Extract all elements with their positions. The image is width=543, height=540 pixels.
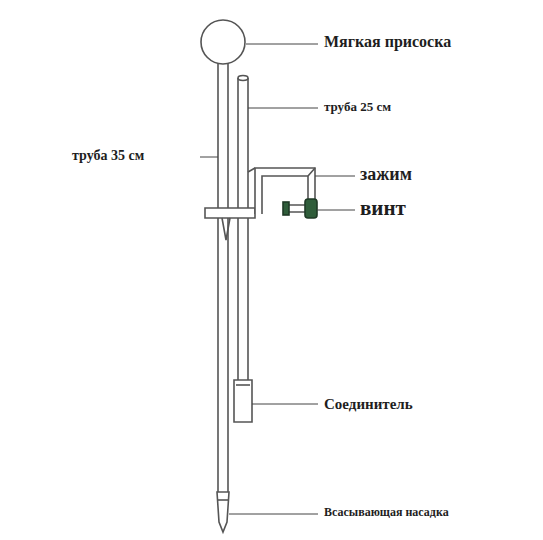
- part-label: винт: [360, 197, 406, 220]
- part-label: зажим: [360, 165, 412, 185]
- leader-line: [200, 157, 218, 158]
- leader-line: [252, 404, 318, 405]
- leader-line: [317, 210, 355, 211]
- part-label: Мягкая присоска: [324, 33, 451, 51]
- suction-tip: [217, 492, 229, 532]
- tube-25-end: [238, 76, 248, 81]
- clamp-edge: [248, 168, 315, 176]
- part-label: Соединитель: [324, 396, 413, 413]
- suction-cup: [201, 20, 245, 64]
- part-label: Всасывающая насадка: [324, 506, 449, 519]
- screw-shaft: [288, 205, 305, 212]
- leader-line: [248, 108, 318, 109]
- connector: [234, 380, 252, 422]
- dimension-label: труба 25 см: [324, 100, 391, 114]
- dimension-label: труба 35 см: [72, 148, 144, 163]
- leader-line: [229, 514, 318, 515]
- tube-25: [238, 78, 248, 380]
- tube-35: [218, 60, 228, 492]
- leader-line: [315, 176, 355, 177]
- bracket: [205, 208, 255, 218]
- connector-ring: [236, 384, 250, 386]
- screw-tip: [283, 202, 289, 215]
- bracket-tab: [222, 218, 230, 240]
- screw-knob: [305, 199, 317, 218]
- tip-ring: [218, 499, 228, 501]
- leader-line: [246, 44, 318, 45]
